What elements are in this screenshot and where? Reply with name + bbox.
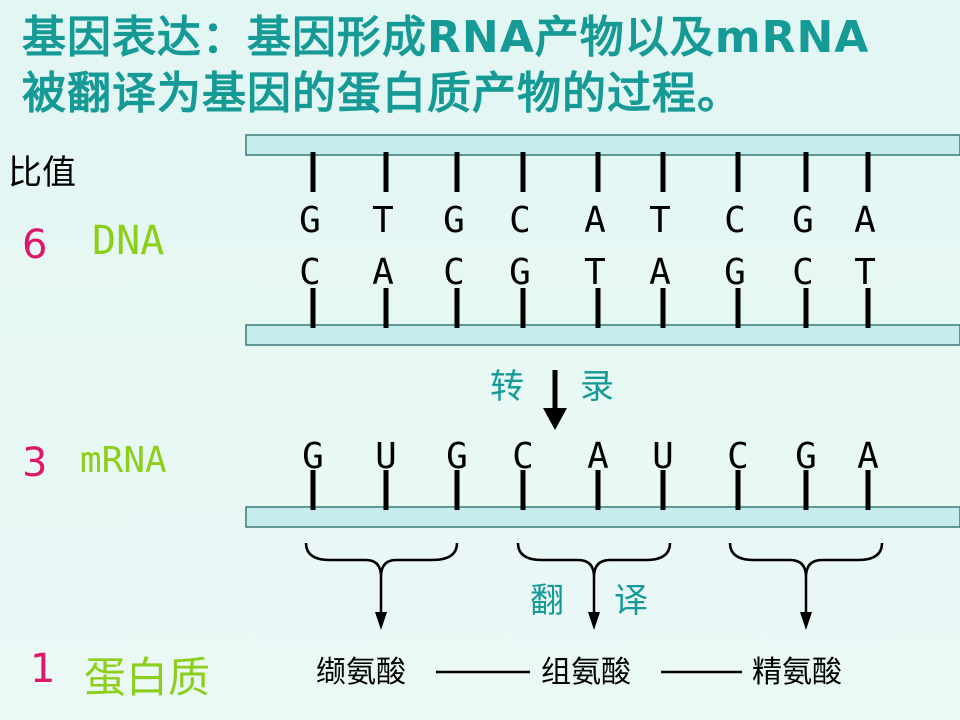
dna-top-base: G (792, 200, 814, 241)
amino-acid-valine: 缬氨酸 (316, 655, 406, 690)
ratio-header: 比值 (8, 153, 76, 193)
dna-top-base: C (724, 200, 746, 241)
mrna-base: C (727, 436, 749, 477)
dna-top-base: C (509, 200, 531, 241)
title-line-1: 基因表达：基因形成RNA产物以及mRNA (22, 12, 870, 63)
dna-bottom-base: T (584, 252, 606, 293)
mrna-label: mRNA (80, 440, 167, 481)
dna-bottom-base: C (299, 252, 321, 293)
dna-bottom-base: A (372, 252, 394, 293)
mrna-base: A (587, 436, 609, 477)
dna-top-backbone (245, 134, 960, 156)
dna-bottom-base: G (509, 252, 531, 293)
mrna-base: U (652, 436, 674, 477)
dna-label: DNA (92, 218, 165, 264)
dna-bottom-base: A (649, 252, 671, 293)
translation-label-2: 译 (614, 581, 648, 621)
mrna-base: G (302, 436, 324, 477)
transcription-label-2: 录 (580, 367, 614, 407)
dna-top-base: T (649, 200, 671, 241)
transcription-label-1: 转 (490, 367, 524, 407)
dna-bottom-base: C (792, 252, 814, 293)
dna-bottom-base: G (724, 252, 746, 293)
transcription-arrow (543, 370, 567, 430)
codon-brace-2 (516, 542, 672, 630)
mrna-base: G (795, 436, 817, 477)
dna-bottom-base: C (443, 252, 465, 293)
dna-ratio: 6 (22, 222, 48, 268)
dna-top-base: A (584, 200, 606, 241)
mrna-base: U (375, 436, 397, 477)
dna-bottom-ticks (310, 288, 871, 328)
mrna-base: G (446, 436, 468, 477)
page-title: 基因表达：基因形成RNA产物以及mRNA 被翻译为基因的蛋白质产物的过程。 (22, 10, 942, 122)
dna-bottom-base: T (854, 252, 876, 293)
mrna-base: A (857, 436, 879, 477)
amino-acid-histidine: 组氨酸 (541, 655, 631, 690)
title-line-2: 被翻译为基因的蛋白质产物的过程。 (22, 68, 742, 119)
dna-top-ticks (310, 152, 871, 192)
dna-top-base: G (299, 200, 321, 241)
protein-ratio: 1 (30, 646, 56, 692)
mrna-base: C (512, 436, 534, 477)
protein-label: 蛋白质 (84, 653, 211, 702)
codon-brace-3 (728, 542, 884, 630)
dna-top-base: T (372, 200, 394, 241)
mrna-ticks (310, 470, 871, 510)
dna-top-base: G (443, 200, 465, 241)
mrna-backbone (245, 506, 960, 528)
dna-top-base: A (854, 200, 876, 241)
amino-acid-arginine: 精氨酸 (752, 655, 842, 690)
translation-label-1: 翻 (530, 581, 564, 621)
dna-bottom-backbone (245, 324, 960, 346)
mrna-ratio: 3 (22, 440, 48, 486)
codon-brace-1 (304, 542, 459, 630)
